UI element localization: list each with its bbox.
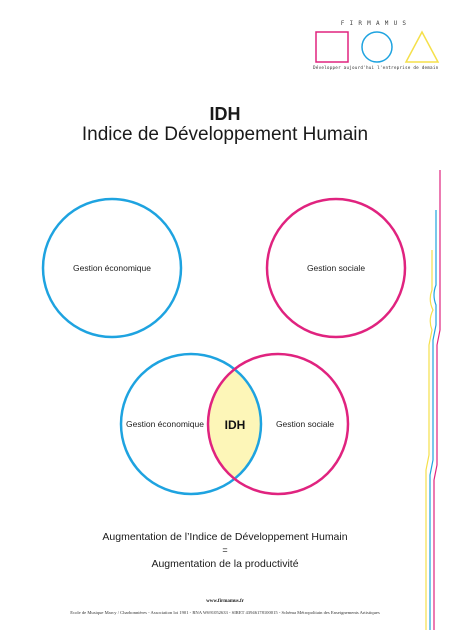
venn-intersection-label: IDH	[225, 418, 246, 432]
decorative-side-lines	[425, 170, 441, 630]
venn-social-circle	[206, 352, 350, 496]
economic-circle	[41, 197, 183, 339]
logo-circle	[361, 31, 393, 63]
venn-intersection-fill	[208, 354, 261, 494]
venn-economic-circle	[119, 352, 263, 496]
venn-economic-label: Gestion économique	[126, 419, 204, 429]
venn-social-label: Gestion sociale	[276, 419, 334, 429]
firmamus-logo	[315, 30, 440, 63]
social-circle-label: Gestion sociale	[307, 263, 365, 273]
logo-square	[315, 31, 349, 63]
pink-side-line	[433, 170, 441, 630]
conclusion-line-2: Augmentation de la productivité	[151, 558, 299, 570]
yellow-side-line	[425, 250, 434, 630]
logo-letters: FIRMAMUS	[340, 20, 412, 27]
conclusion-line-1: Augmentation de l’Indice de Développemen…	[102, 531, 348, 543]
footer-url[interactable]: www.firmamus.fr	[206, 599, 244, 604]
logo-triangle	[404, 30, 440, 63]
social-circle	[265, 197, 407, 339]
logo-tagline: Développer aujourd'hui l'entreprise de d…	[313, 66, 439, 71]
economic-circle-label: Gestion économique	[73, 263, 151, 273]
footer-legal-text: Ecole de Musique Marcy / Charbonnières -…	[70, 610, 380, 615]
page-subtitle: Indice de Développement Humain	[81, 124, 369, 145]
blue-side-line	[429, 210, 437, 630]
page-title: IDH	[209, 104, 241, 124]
conclusion-equals: =	[222, 545, 228, 555]
